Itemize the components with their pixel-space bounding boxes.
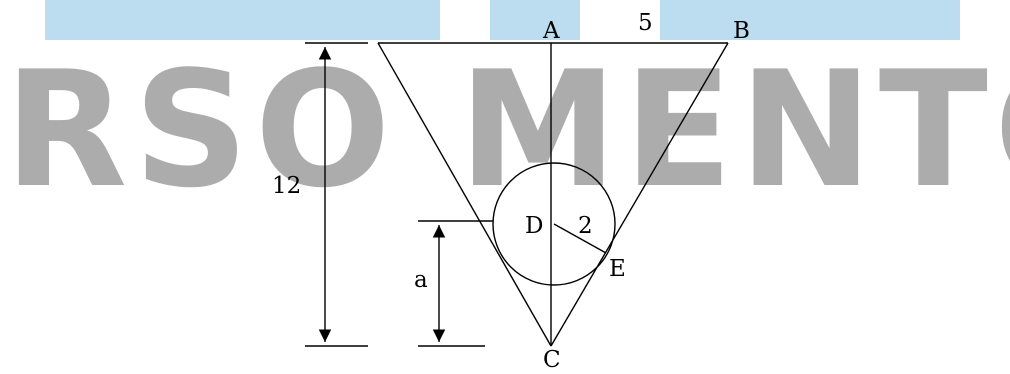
cone-cross-section [305,42,729,347]
inscribed-sphere [492,162,616,286]
point-label-a: A [542,18,560,44]
watermark-band-left [45,0,440,40]
label-half-width: 5 [638,10,653,36]
watermark-band-right [660,0,960,40]
label-unknown-a: a [414,267,428,293]
watermark-bands [45,0,960,40]
point-label-d: D [525,213,543,239]
triangle-right-edge [550,42,729,347]
point-label-c: C [543,347,561,369]
point-label-b: B [733,18,750,44]
watermark-text: CURSO MENTOR [0,36,1010,223]
label-radius: 2 [578,213,593,239]
watermark-band-middle [490,0,580,40]
triangle-left-edge [377,42,552,347]
label-height: 12 [272,173,301,199]
point-label-e: E [609,256,626,282]
radius-de [553,223,607,254]
